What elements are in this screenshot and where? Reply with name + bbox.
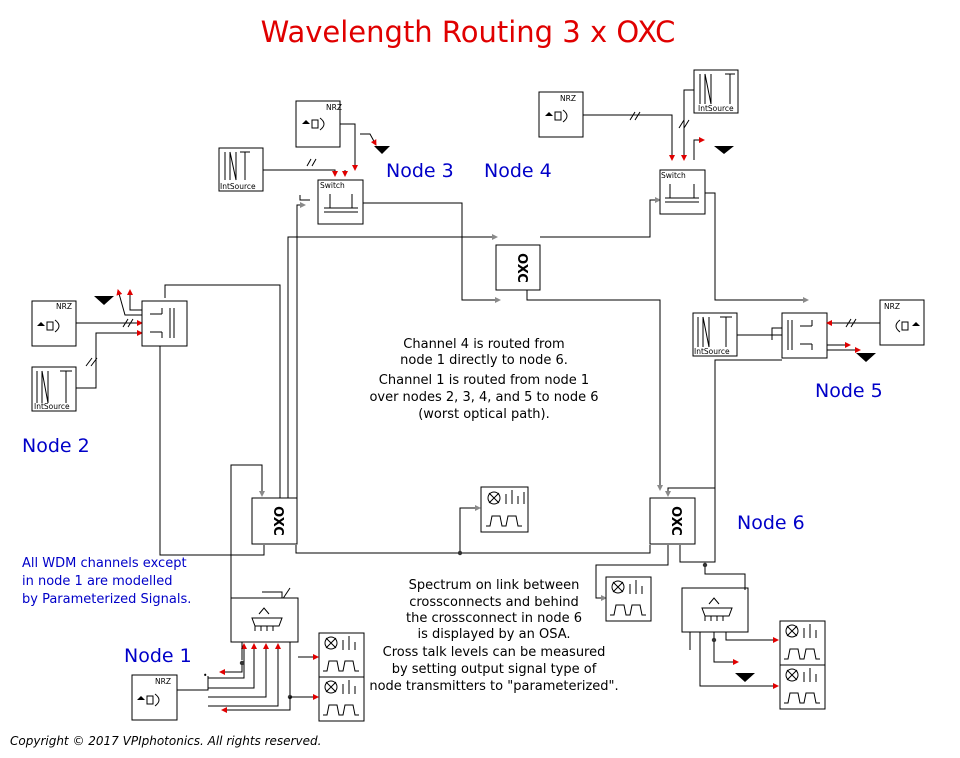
spectrum-note-line: crossconnects and behind [409, 595, 579, 610]
intsource-label: IntSource [220, 182, 256, 191]
intsource-label: IntSource [694, 347, 730, 356]
node3-switch[interactable] [317, 179, 364, 225]
node6-osa-top[interactable] [779, 620, 826, 666]
nrz-label: NRZ [560, 94, 576, 103]
optical-links [159, 192, 809, 601]
node1-mux[interactable] [230, 597, 299, 643]
wdm-note-line: in node 1 are modelled [22, 574, 172, 589]
node5-add-drop[interactable] [781, 312, 828, 359]
intsource-label: IntSource [698, 104, 734, 113]
node1-group: Node 1 NRZ • [124, 597, 365, 722]
ground-icon [714, 146, 734, 154]
routing-note-line: Channel 4 is routed from [403, 337, 564, 352]
oxc-top[interactable]: OXC [495, 244, 541, 291]
ground-icon [856, 353, 876, 362]
node2-nrz-transmitter[interactable] [31, 300, 77, 347]
spectrum-note-line: Cross talk levels can be measured [383, 645, 606, 660]
nrz-label: NRZ [884, 302, 900, 311]
node1-osa-top[interactable] [318, 632, 365, 678]
node2-label: Node 2 [22, 435, 90, 457]
node3-group: NRZ IntSource Switch Node 3 [218, 100, 454, 225]
ground-icon [94, 296, 114, 305]
oxc-label: OXC [514, 253, 529, 283]
routing-note-line: node 1 directly to node 6. [400, 353, 568, 368]
wdm-note: All WDM channels except in node 1 are mo… [22, 556, 191, 607]
spectrum-note-line: is displayed by an OSA. [418, 627, 571, 642]
node4-group: NRZ IntSource Switch Node 4 [484, 69, 739, 215]
wdm-note-line: by Parameterized Signals. [22, 592, 191, 607]
wdm-note-line: All WDM channels except [22, 556, 187, 571]
spectrum-note-line: Spectrum on link between [409, 578, 580, 593]
ground-icon [374, 146, 390, 154]
node4-nrz-transmitter[interactable] [538, 91, 584, 138]
nrz-label: NRZ [326, 103, 342, 112]
node5-intsource[interactable] [692, 312, 738, 357]
nrz-label: NRZ [56, 302, 72, 311]
oxc-right[interactable]: OXC [649, 497, 696, 545]
laser-icon [895, 319, 920, 333]
node3-intsource[interactable] [218, 147, 264, 192]
node3-label: Node 3 [386, 160, 454, 182]
laser-icon [137, 693, 160, 707]
ground-icon [735, 673, 755, 682]
intsource-label: IntSource [34, 402, 70, 411]
node2-group: NRZ IntSource Node 2 [22, 289, 188, 457]
oxc-label: OXC [668, 506, 683, 536]
spectrum-note-line: node transmitters to "parameterized". [369, 679, 618, 694]
node2-intsource[interactable] [31, 366, 77, 412]
node4-label: Node 4 [484, 160, 552, 182]
node2-add-drop[interactable] [141, 300, 188, 347]
node6-label: Node 6 [737, 512, 805, 534]
oxc-label: OXC [270, 506, 285, 536]
laser-icon [545, 109, 568, 123]
node5-group: IntSource NRZ Node 5 [692, 299, 925, 402]
routing-note: Channel 4 is routed from node 1 directly… [369, 337, 598, 422]
node6-osa-bottom[interactable] [779, 664, 826, 710]
copyright: Copyright © 2017 VPIphotonics. All right… [10, 734, 321, 748]
oxc-left[interactable]: OXC [251, 497, 298, 545]
node4-intsource[interactable] [693, 69, 739, 114]
routing-note-line: Channel 1 is routed from node 1 [379, 373, 589, 388]
node6-osa[interactable] [605, 576, 652, 622]
nrz-label: NRZ [155, 677, 171, 686]
switch-label: Switch [320, 181, 345, 190]
routing-note-line: (worst optical path). [418, 407, 550, 422]
osa-link[interactable] [480, 486, 529, 533]
spectrum-note: Spectrum on link between crossconnects a… [369, 578, 618, 694]
laser-icon [302, 117, 325, 131]
node1-osa-bottom[interactable] [318, 676, 365, 722]
page-title: Wavelength Routing 3 x OXC [261, 15, 676, 49]
node5-label: Node 5 [815, 380, 883, 402]
node4-switch[interactable] [659, 169, 706, 215]
routing-note-line: over nodes 2, 3, 4, and 5 to node 6 [369, 390, 598, 405]
node1-label: Node 1 [124, 645, 192, 667]
node6-demux[interactable] [681, 587, 749, 633]
switch-label: Switch [661, 171, 686, 180]
spectrum-note-line: the crossconnect in node 6 [406, 611, 582, 626]
laser-icon [37, 319, 60, 333]
spectrum-note-line: by setting output signal type of [392, 662, 597, 677]
svg-text:•: • [203, 671, 207, 680]
node6-group [605, 576, 826, 710]
